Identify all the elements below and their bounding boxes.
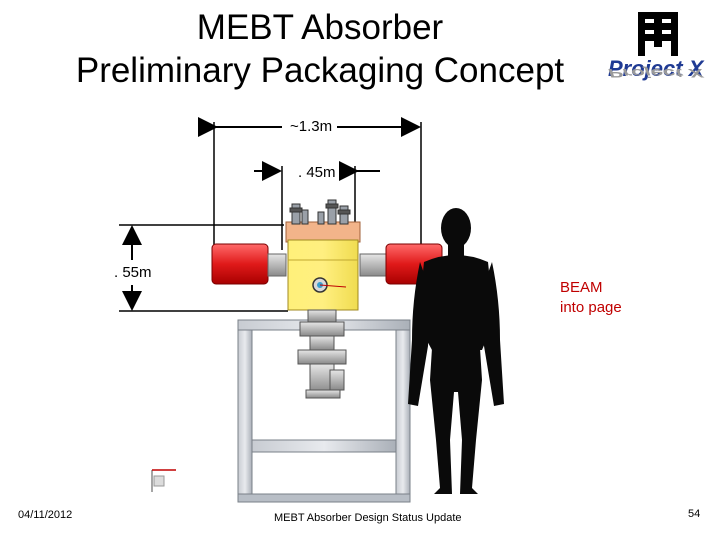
dimension-body-height (119, 224, 288, 312)
axis-triad-icon (151, 469, 176, 492)
fermilab-logo-icon (638, 12, 678, 56)
human-figure (408, 208, 504, 494)
magnet-left (211, 243, 287, 285)
beam-line-2: into page (560, 299, 622, 316)
title-line-1: MEBT Absorber (196, 8, 444, 47)
page-number: 54 (688, 508, 701, 520)
logo-text: Project X (608, 56, 704, 81)
vacuum-pump-assembly (297, 309, 347, 399)
beam-line-1: BEAM (560, 279, 603, 296)
footer-title: MEBT Absorber Design Status Update (274, 512, 462, 524)
slide-title: MEBT Absorber Preliminary Packaging Conc… (40, 6, 600, 92)
height-body-label: . 55m (114, 264, 152, 281)
title-line-2: Preliminary Packaging Concept (75, 51, 565, 90)
project-x-logo: Project X Project X (600, 8, 718, 103)
top-feedthroughs (289, 199, 351, 225)
absorber-body (285, 221, 361, 311)
width-body-label: . 45m (298, 164, 336, 181)
width-total-label: ~1.3m (290, 118, 333, 135)
beam-note: BEAM into page (560, 278, 622, 318)
footer-date: 04/11/2012 (18, 509, 73, 521)
